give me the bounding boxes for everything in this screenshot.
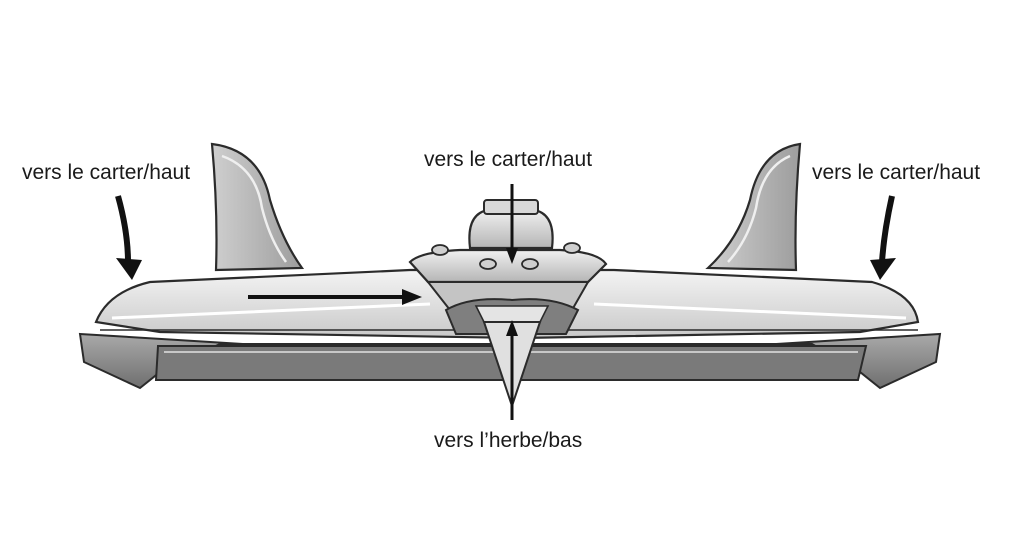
bolt bbox=[521, 258, 539, 270]
label-bottom-center: vers l’herbe/bas bbox=[434, 429, 583, 452]
arrowhead-right bbox=[870, 258, 896, 280]
bolt bbox=[479, 258, 497, 270]
hub-bolts bbox=[431, 242, 581, 270]
left-fin bbox=[210, 142, 305, 272]
label-top-right: vers le carter/haut bbox=[812, 161, 981, 184]
arrows bbox=[115, 184, 896, 420]
bolt bbox=[563, 242, 581, 254]
up-arrowhead-bottom bbox=[506, 320, 518, 336]
arrowhead-left bbox=[116, 258, 142, 280]
curved-arrow-right bbox=[879, 195, 895, 263]
bolt bbox=[431, 244, 449, 256]
central-hub bbox=[408, 199, 608, 335]
horizontal-arrowhead bbox=[402, 289, 422, 305]
right-fin bbox=[705, 142, 802, 272]
down-arrowhead-top bbox=[506, 248, 518, 264]
curved-arrow-left bbox=[115, 195, 131, 263]
label-top-left: vers le carter/haut bbox=[22, 161, 191, 184]
label-top-center: vers le carter/haut bbox=[424, 148, 593, 171]
